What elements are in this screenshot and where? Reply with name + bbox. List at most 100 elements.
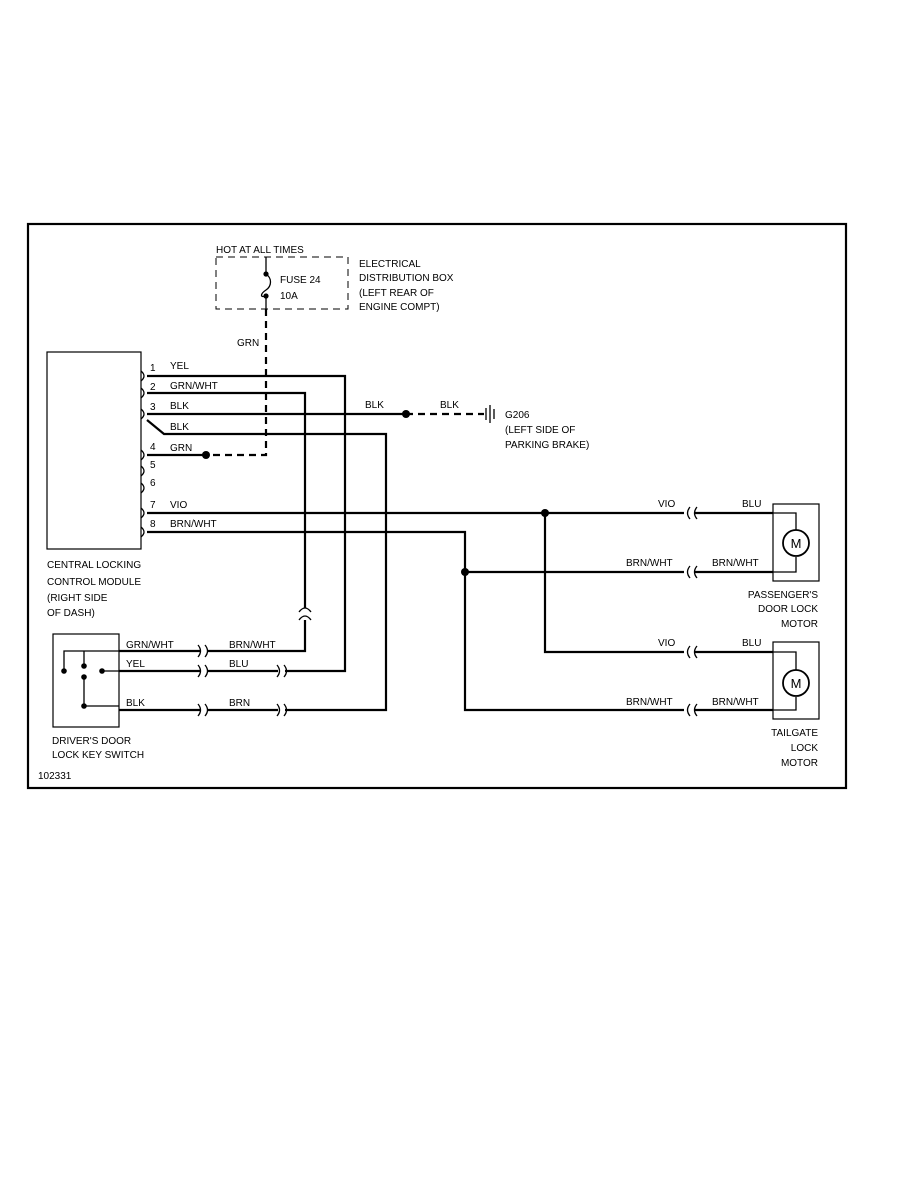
- tailgate-wire2-right: BRN/WHT: [712, 697, 759, 708]
- key-switch-wire2-left: YEL: [126, 659, 145, 670]
- key-switch-conn-1: [197, 644, 209, 658]
- wire-pin2-crossover: [298, 607, 312, 621]
- wire-pin2-lower: [207, 620, 307, 653]
- diagram-frame: [26, 222, 848, 790]
- pin4-splice: [202, 451, 210, 459]
- pin-connector-4: [140, 449, 145, 461]
- key-switch-label-1: DRIVER'S DOOR: [52, 736, 131, 747]
- pin-connector-6: [140, 482, 145, 494]
- pin-number-3: 3: [150, 402, 156, 413]
- key-switch-contact-bottom: [81, 703, 87, 709]
- tailgate-motor-box: [772, 641, 820, 720]
- distribution-box-label-1: ELECTRICAL: [359, 259, 421, 270]
- key-switch-contact-mid-top: [81, 663, 87, 669]
- module-label-3: (RIGHT SIDE: [47, 593, 108, 604]
- passenger-motor-leads: [773, 512, 797, 573]
- pin-wire-2: GRN/WHT: [170, 381, 218, 392]
- key-switch-body: [52, 633, 120, 728]
- key-switch-conn-2a: [197, 664, 209, 678]
- key-switch-wire3-left: BLK: [126, 698, 145, 709]
- passenger-motor-label-2: DOOR LOCK: [758, 604, 818, 615]
- pin-number-2: 2: [150, 382, 156, 393]
- passenger-wire2-right: BRN/WHT: [712, 558, 759, 569]
- ground-label-2: PARKING BRAKE): [505, 440, 589, 451]
- central-locking-module: CENTRAL LOCKING CONTROL MODULE (RIGHT SI…: [46, 351, 218, 619]
- module-body: [46, 351, 142, 550]
- key-switch-contact-right: [99, 668, 105, 674]
- key-switch-contact-left: [61, 668, 67, 674]
- fuse-wire-grn: GRN: [206, 309, 268, 457]
- key-switch-contact-mid-bot: [81, 674, 87, 680]
- electrical-distribution-box: HOT AT ALL TIMES FUSE 24 10A ELECTRICAL …: [215, 245, 454, 313]
- tailgate-conn-1: [686, 645, 698, 659]
- pin-number-6: 6: [150, 478, 156, 489]
- pin-connector-8: [140, 526, 145, 538]
- key-switch-wire1-left: GRN/WHT: [126, 640, 174, 651]
- key-switch-wire3-right: BRN: [229, 698, 250, 709]
- ground-splice: [402, 410, 410, 418]
- passenger-motor-label-1: PASSENGER'S: [748, 590, 818, 601]
- module-label-1: CENTRAL LOCKING: [47, 560, 141, 571]
- fuse-symbol-icon: [260, 257, 272, 309]
- tailgate-lock-motor: VIO BLU BRN/WHT BRN/WHT M TAILGATE LOCK …: [626, 638, 820, 769]
- fuse-wire-path: [206, 309, 268, 457]
- key-switch-conn-3a: [197, 703, 209, 717]
- key-switch-contacts: [63, 650, 119, 707]
- pin-connector-5: [140, 465, 145, 477]
- wire-vio-branch: [543, 513, 684, 654]
- pin-wire-3b: BLK: [170, 422, 189, 433]
- hot-at-all-times-label: HOT AT ALL TIMES: [216, 245, 304, 256]
- module-label-4: OF DASH): [47, 608, 95, 619]
- pin-connector-1: [140, 370, 145, 382]
- passenger-motor-symbol: M: [791, 536, 802, 551]
- tailgate-motor-label-1: TAILGATE: [771, 728, 818, 739]
- passenger-conn-2: [686, 565, 698, 579]
- passenger-motor-icon: [782, 529, 810, 557]
- pin-connector-7: [140, 507, 145, 519]
- passenger-conn-1: [686, 506, 698, 520]
- fuse-terminal-bottom: [263, 293, 269, 299]
- tailgate-motor-label-3: MOTOR: [781, 758, 818, 769]
- wire-pin3b-blk: [146, 419, 388, 712]
- tailgate-wire2-left: BRN/WHT: [626, 697, 673, 708]
- passenger-wire1-left: VIO: [658, 499, 675, 510]
- pin-wire-4: GRN: [170, 443, 192, 454]
- ground-symbol-icon: [485, 405, 495, 423]
- pin-number-4: 4: [150, 442, 156, 453]
- wire-pin8-brnwht: [147, 530, 684, 712]
- distribution-box-outline: [215, 256, 349, 310]
- pin-number-7: 7: [150, 500, 156, 511]
- drivers-door-key-switch: GRN/WHT BRN/WHT YEL BLU BLK BRN DRIVER'S…: [52, 633, 288, 761]
- pin-number-5: 5: [150, 460, 156, 471]
- pin-wire-1: YEL: [170, 361, 189, 372]
- ground-g206: BLK BLK G206 (LEFT SIDE OF PARKING BRAKE…: [365, 400, 589, 451]
- tailgate-motor-icon: [782, 669, 810, 697]
- fuse-rating: 10A: [280, 291, 298, 302]
- key-switch-wire2-right: BLU: [229, 659, 248, 670]
- key-switch-wire1-right: BRN/WHT: [229, 640, 276, 651]
- distribution-box-label-2: DISTRIBUTION BOX: [359, 273, 454, 284]
- module-label-2: CONTROL MODULE: [47, 577, 141, 588]
- pin-wire-7: VIO: [170, 500, 187, 511]
- ground-label-1: (LEFT SIDE OF: [505, 425, 575, 436]
- wire-pin1-yel: [147, 374, 347, 673]
- diagram-id: 102331: [38, 771, 72, 782]
- passenger-door-lock-motor: VIO BLU BRN/WHT BRN/WHT M PASSENGER'S DO…: [626, 499, 820, 630]
- pin-connector-2: [140, 387, 145, 399]
- tailgate-motor-leads: [773, 651, 797, 711]
- pin-wire-3: BLK: [170, 401, 189, 412]
- wire-pin2-grnwht: [147, 391, 307, 608]
- distribution-box-label-3: (LEFT REAR OF: [359, 288, 434, 299]
- passenger-wire1-right: BLU: [742, 499, 761, 510]
- fuse-wire-label: GRN: [237, 338, 259, 349]
- key-switch-label-2: LOCK KEY SWITCH: [52, 750, 144, 761]
- ground-name: G206: [505, 410, 530, 421]
- distribution-box-label-4: ENGINE COMPT): [359, 302, 440, 313]
- pin-connector-3: [140, 408, 145, 420]
- ground-wire-left: BLK: [365, 400, 384, 411]
- fuse-name: FUSE 24: [280, 275, 321, 286]
- key-switch-conn-3b: [276, 703, 288, 717]
- passenger-wire2-left: BRN/WHT: [626, 558, 673, 569]
- tailgate-conn-2: [686, 703, 698, 717]
- pin-number-8: 8: [150, 519, 156, 530]
